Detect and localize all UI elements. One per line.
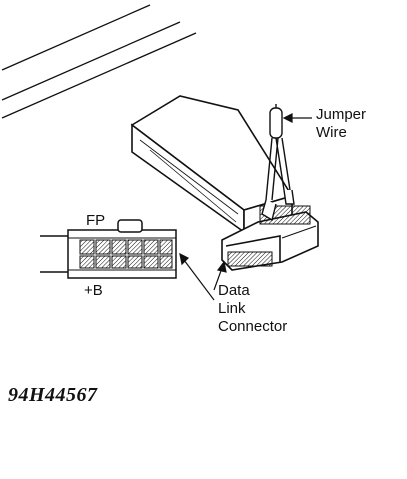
- plus-b-label: +B: [84, 282, 103, 299]
- connector-face: [40, 219, 177, 279]
- figure-id: 94H44567: [8, 384, 98, 406]
- dlc-label-line2: Link: [218, 300, 246, 317]
- jumper-leader: [282, 113, 312, 123]
- dlc-label-line3: Connector: [218, 318, 288, 335]
- dlc-leader: [179, 252, 227, 301]
- jumper-wire: [261, 104, 295, 222]
- jumper-label-line1: Jumper: [316, 106, 367, 123]
- dlc-label-line1: Data: [218, 282, 250, 299]
- body-panel-lines: [1, 4, 197, 119]
- jumper-label-line2: Wire: [316, 124, 347, 141]
- fp-label: FP: [86, 212, 106, 229]
